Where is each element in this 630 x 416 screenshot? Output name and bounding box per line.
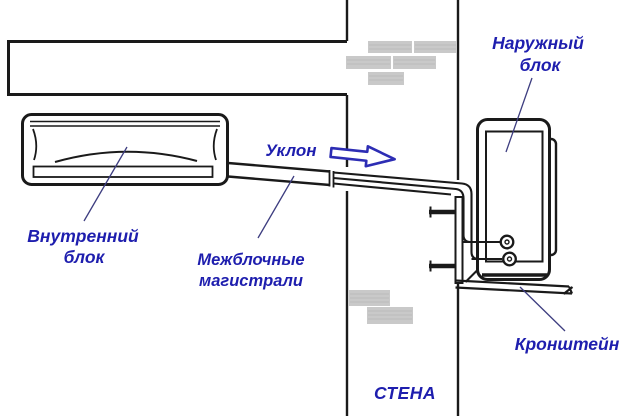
front-panel-curve xyxy=(54,150,198,163)
pipe-line-bottom xyxy=(333,182,452,196)
service-valve-bottom xyxy=(502,251,517,267)
service-valve-top xyxy=(499,234,515,250)
leader-interunit-lines xyxy=(257,175,295,239)
outdoor-unit-body xyxy=(476,118,551,281)
slope-arrow-icon xyxy=(329,145,396,168)
outdoor-unit xyxy=(463,118,558,281)
label-indoor-unit-line2: блок xyxy=(64,247,106,267)
pipe-coupling xyxy=(328,170,335,188)
leader-outdoor-unit xyxy=(505,77,533,153)
label-slope: Уклон xyxy=(265,141,316,160)
bracket xyxy=(429,196,574,295)
air-outlet-slat xyxy=(32,165,214,178)
leader-indoor-unit xyxy=(83,146,128,222)
pipe-line-mid xyxy=(333,176,500,244)
brick-hatch xyxy=(346,41,457,324)
bracket-shelf xyxy=(455,279,574,295)
indoor-unit-side-edges xyxy=(32,128,218,161)
label-interunit-lines-line2: магистрали xyxy=(199,272,303,290)
label-wall: СТЕНА xyxy=(374,383,436,403)
bracket-wall-plate xyxy=(454,196,464,284)
pipe-duct xyxy=(227,161,331,187)
ceiling-beam xyxy=(7,40,347,96)
label-interunit-lines-line1: Межблочные xyxy=(197,251,304,269)
label-bracket: Кронштейн xyxy=(515,334,620,354)
indoor-unit-top-grille xyxy=(30,120,220,127)
leader-bracket xyxy=(519,286,566,332)
label-outdoor-unit-line2: блок xyxy=(520,55,562,75)
wall-column xyxy=(345,0,460,416)
label-indoor-unit-line1: Внутренний xyxy=(27,226,139,246)
label-outdoor-unit-line1: Наружный xyxy=(492,33,584,53)
